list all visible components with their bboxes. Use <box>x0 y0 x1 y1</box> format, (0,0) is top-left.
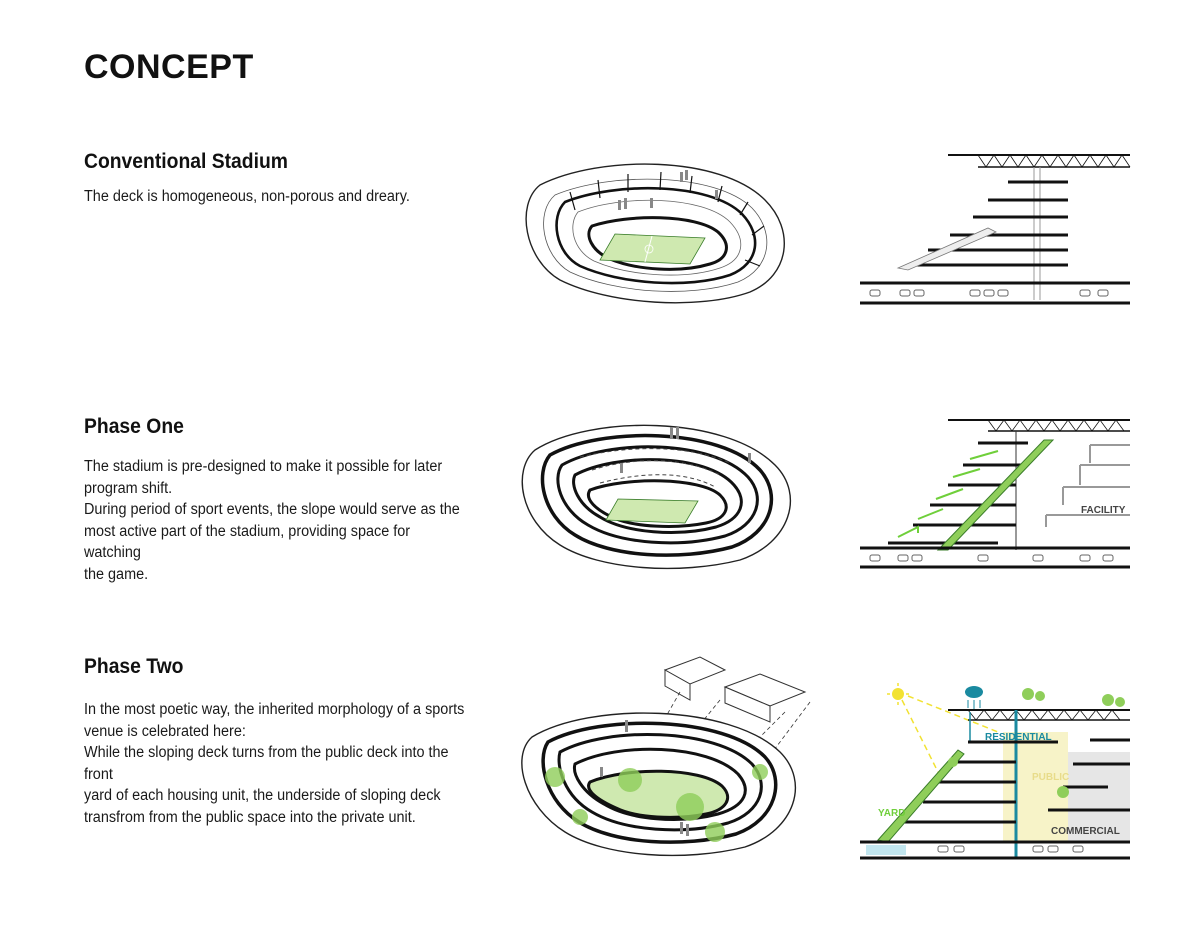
section-body: In the most poetic way, the inherited mo… <box>84 701 465 826</box>
section-phase-one: Phase One The stadium is pre-designed to… <box>84 415 494 585</box>
rain-cloud-icon <box>965 686 983 710</box>
sun-icon <box>887 683 909 705</box>
section-conventional-stadium: Conventional Stadium The deck is homogen… <box>84 150 494 208</box>
commercial-label: COMMERCIAL <box>1051 826 1120 837</box>
section-heading: Phase Two <box>84 655 184 678</box>
phase-two-axonometric <box>521 656 811 857</box>
phase-one-axonometric <box>521 424 791 570</box>
yard-label: YARD <box>878 808 905 819</box>
page-title: CONCEPT <box>84 48 254 86</box>
conventional-stadium-axonometric <box>525 163 785 304</box>
facility-label: FACILITY <box>1081 505 1126 516</box>
section-body: The stadium is pre-designed to make it p… <box>84 458 460 583</box>
conventional-stadium-section <box>860 154 1131 305</box>
section-phase-two: Phase Two In the most poetic way, the in… <box>84 655 494 828</box>
section-body: The deck is homogeneous, non-porous and … <box>84 188 410 205</box>
section-heading: Conventional Stadium <box>84 150 288 173</box>
section-heading: Phase One <box>84 415 184 438</box>
public-label: PUBLIC <box>1032 772 1069 783</box>
phase-one-section: FACILITY <box>860 419 1130 569</box>
residential-label: RESIDENTIAL <box>985 732 1052 743</box>
phase-two-section: RESIDENTIAL PUBLIC YARD COMMERCIAL <box>860 683 1130 860</box>
